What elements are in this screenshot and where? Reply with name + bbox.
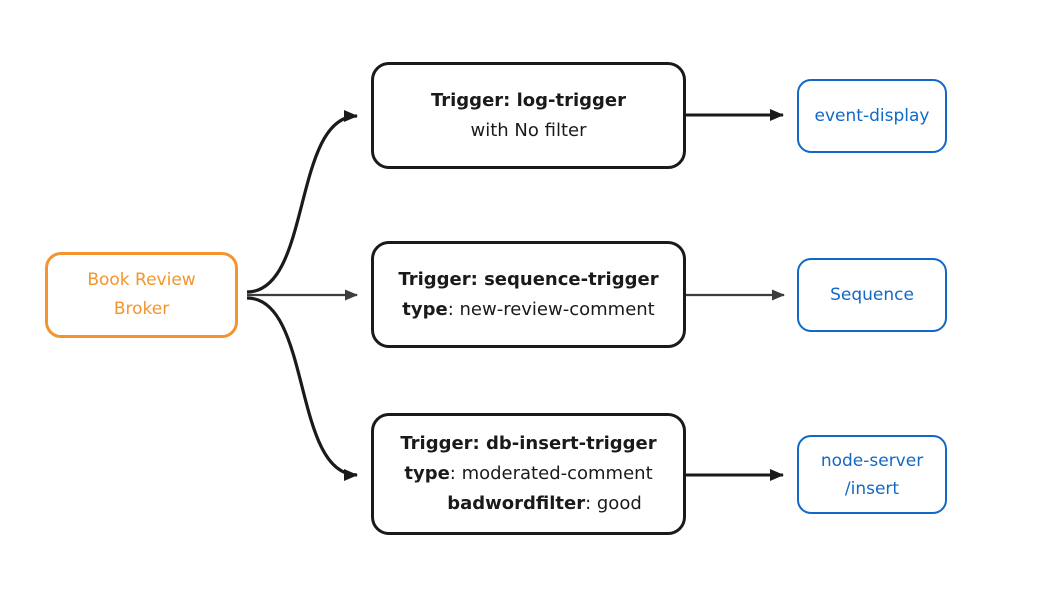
node-sink-event-display: event-display bbox=[797, 79, 947, 153]
filter-value: : moderated-comment bbox=[449, 463, 653, 484]
sink-sequence-label: Sequence bbox=[830, 285, 914, 305]
node-trigger-sequence: Trigger: sequence-trigger type: new-revi… bbox=[371, 241, 686, 348]
filter-value: : new-review-comment bbox=[447, 298, 655, 320]
trigger-log-filter-text: with No filter bbox=[470, 119, 587, 141]
node-trigger-db-insert: Trigger: db-insert-trigger type: moderat… bbox=[371, 413, 686, 535]
edge-broker-to-db-insert-trigger bbox=[246, 296, 358, 481]
node-sink-sequence: Sequence bbox=[797, 258, 947, 332]
trigger-db-insert-filter-type: type: moderated-comment bbox=[404, 459, 652, 489]
node-sink-node-server-insert: node-server /insert bbox=[797, 435, 947, 514]
trigger-log-title: Trigger: log-trigger bbox=[430, 89, 627, 111]
trigger-sequence-title: Trigger: sequence-trigger bbox=[398, 268, 659, 290]
edge-broker-to-log-trigger bbox=[246, 110, 358, 294]
filter-key: badwordfilter bbox=[447, 493, 586, 514]
broker-label-line2: Broker bbox=[113, 299, 170, 319]
node-trigger-log: Trigger: log-trigger with No filter bbox=[371, 62, 686, 169]
filter-key: type bbox=[402, 298, 448, 320]
sink-node-server-label-line1: node-server bbox=[820, 450, 924, 471]
sink-node-server-label-line2: /insert bbox=[844, 478, 900, 499]
filter-key: type bbox=[404, 463, 450, 484]
filter-value: : good bbox=[585, 493, 642, 514]
node-broker: Book Review Broker bbox=[45, 252, 238, 338]
trigger-db-insert-title: Trigger: db-insert-trigger bbox=[400, 433, 657, 454]
sink-event-display-label: event-display bbox=[814, 106, 930, 126]
trigger-db-insert-filter-badword: badwordfilter: good bbox=[447, 489, 642, 519]
trigger-sequence-filter-text: type: new-review-comment bbox=[402, 295, 654, 325]
broker-label-line1: Book Review bbox=[87, 270, 196, 290]
